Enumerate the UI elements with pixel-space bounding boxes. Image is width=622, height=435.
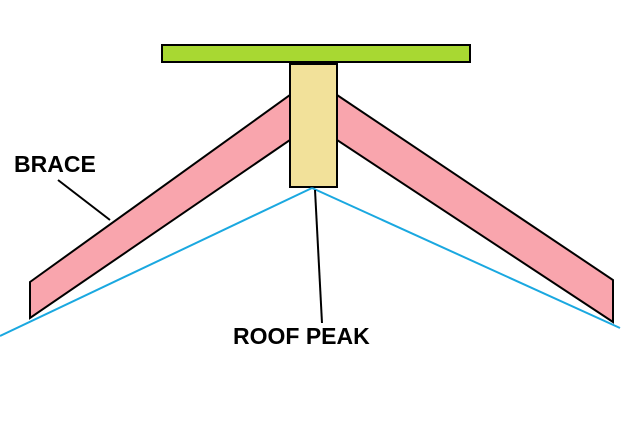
center-post <box>289 63 338 188</box>
roof-line-left <box>0 187 313 337</box>
left-brace <box>29 93 291 320</box>
top-beam <box>161 44 471 63</box>
roof-line-right <box>311 187 621 329</box>
right-brace <box>336 93 614 324</box>
brace-label: BRACE <box>14 151 96 177</box>
brace-leader-line <box>57 179 111 221</box>
roof-peak-leader-line <box>314 189 323 324</box>
roof-peak-label: ROOF PEAK <box>233 323 370 349</box>
